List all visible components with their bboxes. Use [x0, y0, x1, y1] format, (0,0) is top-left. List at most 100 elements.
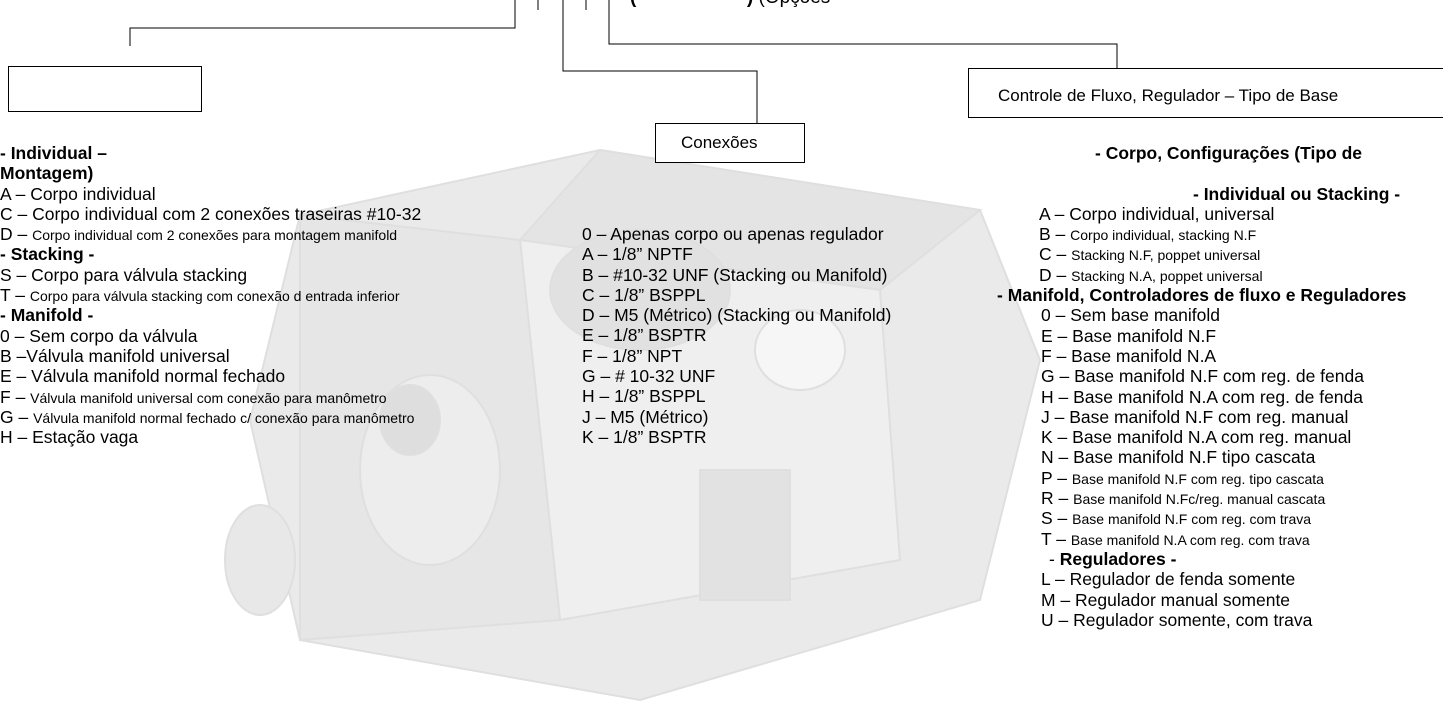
connection-item: E – 1/8” BSPTR — [582, 325, 707, 346]
code-item: A – Corpo individual, universal — [1039, 204, 1443, 224]
item-separator: – — [1052, 325, 1073, 346]
connection-item: C – 1/8” BSPPL — [582, 284, 706, 305]
item-description: Corpo individual, stacking N.F — [1070, 227, 1257, 244]
item-separator: – — [1049, 203, 1070, 224]
left-heading-individual: - Individual – — [0, 143, 107, 163]
item-description: Regulador de fenda somente — [1069, 569, 1296, 590]
item-description: Corpo individual com 2 conexões traseira… — [32, 203, 422, 224]
item-description: Corpo individual, universal — [1069, 203, 1275, 224]
header-bold-close: ) — [747, 0, 753, 8]
code-item: K – Base manifold N.A com reg. manual — [1041, 427, 1443, 447]
connection-item: F – 1/8” NPT — [582, 345, 683, 366]
item-description: Base manifold N.F com reg. manual — [1069, 406, 1349, 427]
item-separator: – — [1052, 467, 1072, 488]
item-separator: – — [10, 386, 31, 407]
item-description: Válvula manifold universal com conexão p… — [30, 389, 387, 406]
code-item: C – Corpo individual com 2 conexões tras… — [0, 204, 570, 224]
item-separator: – — [1050, 569, 1070, 590]
item-description: Base manifold N.Fc/reg. manual cascata — [1073, 491, 1326, 508]
code-item: U – Regulador somente, com trava — [1041, 610, 1443, 630]
item-separator: – — [12, 224, 33, 245]
item-description: Base manifold N.F tipo cascata — [1073, 447, 1316, 468]
item-code: B — [0, 345, 12, 366]
item-description: Base manifold N.F com reg. tipo cascata — [1071, 470, 1324, 487]
reguladores-prefix: - — [1049, 548, 1060, 569]
right-heading-corpo: - Corpo, Configurações (Tipo de — [1095, 143, 1363, 163]
item-code: L — [1041, 569, 1051, 590]
code-item: L – Regulador de fenda somente — [1041, 569, 1443, 589]
code-item: G – Base manifold N.F com reg. de fenda — [1041, 366, 1443, 386]
item-code: N — [1041, 447, 1054, 468]
item-separator: – — [1049, 406, 1070, 427]
item-description: Base manifold N.A — [1071, 345, 1217, 366]
code-item: E – Base manifold N.F — [1041, 326, 1443, 346]
right-heading-individual-stacking: - Individual ou Stacking - — [1193, 183, 1401, 204]
item-description: Estação vaga — [32, 427, 139, 448]
connection-item: B – #10-32 UNF (Stacking ou Manifold) — [582, 264, 888, 285]
left-heading-manifold: - Manifold - — [0, 305, 94, 326]
item-separator: – — [9, 325, 30, 346]
code-item: G – Válvula manifold normal fechado c/ c… — [0, 407, 570, 427]
item-code: S — [0, 264, 12, 285]
item-separator: – — [1050, 305, 1071, 326]
left-heading-montagem: Montagem) — [0, 163, 94, 184]
item-description: Base manifold N.A com reg. de fenda — [1073, 386, 1363, 407]
code-item: 0 – Sem corpo da válvula — [0, 326, 570, 346]
flow-box — [968, 68, 1443, 118]
item-separator: – — [1052, 427, 1073, 448]
item-separator: – — [1053, 386, 1074, 407]
code-item: F – Base manifold N.A — [1041, 346, 1443, 366]
code-item: H – Estação vaga — [0, 427, 570, 447]
item-separator: – — [1052, 508, 1073, 529]
item-code: R — [1041, 488, 1054, 509]
code-item: N – Base manifold N.F tipo cascata — [1041, 447, 1443, 467]
empty-box — [8, 66, 202, 112]
connection-item: 0 – Apenas corpo ou apenas regulador — [582, 224, 884, 244]
item-separator: – — [11, 366, 32, 387]
item-separator: – — [1051, 264, 1072, 285]
item-separator: – — [11, 264, 32, 285]
code-item: T – Base manifold N.A com reg. com trava — [1041, 529, 1443, 549]
item-separator: – — [11, 345, 27, 366]
item-description: Base manifold N.F com reg. com trava — [1072, 511, 1312, 528]
connection-item: K – 1/8” BSPTR — [582, 426, 707, 447]
code-item: R – Base manifold N.Fc/reg. manual casca… — [1041, 488, 1443, 508]
item-separator: – — [1051, 345, 1072, 366]
item-description: Regulador manual somente — [1075, 589, 1291, 610]
item-separator: – — [1055, 589, 1076, 610]
item-code: E — [1041, 325, 1053, 346]
header-partial: (Opções — [759, 0, 831, 8]
code-item: E – Válvula manifold normal fechado — [0, 366, 570, 386]
item-separator: – — [10, 285, 30, 306]
connection-item: G – # 10-32 UNF — [582, 366, 716, 387]
item-description: Corpo individual com 2 conexões para mon… — [32, 227, 398, 244]
item-description: Stacking N.A, poppet universal — [1071, 267, 1263, 284]
header-bold-open: ( — [630, 0, 636, 8]
right-column: - Corpo, Configurações (Tipo de - Indivi… — [997, 143, 1443, 630]
item-code: S — [1041, 508, 1053, 529]
item-description: Válvula manifold universal — [26, 345, 230, 366]
item-code: 0 — [0, 325, 10, 346]
item-separator: – — [1053, 609, 1074, 630]
code-item: T – Corpo para válvula stacking com cone… — [0, 285, 570, 305]
code-item: D – Corpo individual com 2 conexões para… — [0, 224, 570, 244]
item-description: Base manifold N.A com reg. com trava — [1070, 531, 1310, 548]
code-item: C – Stacking N.F, poppet universal — [1039, 244, 1443, 264]
connections-box — [655, 123, 805, 163]
item-separator: – — [12, 203, 33, 224]
item-description: Base manifold N.F — [1072, 325, 1217, 346]
connections-label: Conexões — [681, 133, 758, 152]
right-heading-manifold: - Manifold, Controladores de fluxo e Reg… — [997, 285, 1407, 306]
item-code: J — [1041, 406, 1050, 427]
item-code: P — [1041, 467, 1053, 488]
code-item: H – Base manifold N.A com reg. de fenda — [1041, 387, 1443, 407]
item-description: Corpo para válvula stacking com conexão … — [29, 288, 400, 305]
item-code: C — [0, 203, 13, 224]
